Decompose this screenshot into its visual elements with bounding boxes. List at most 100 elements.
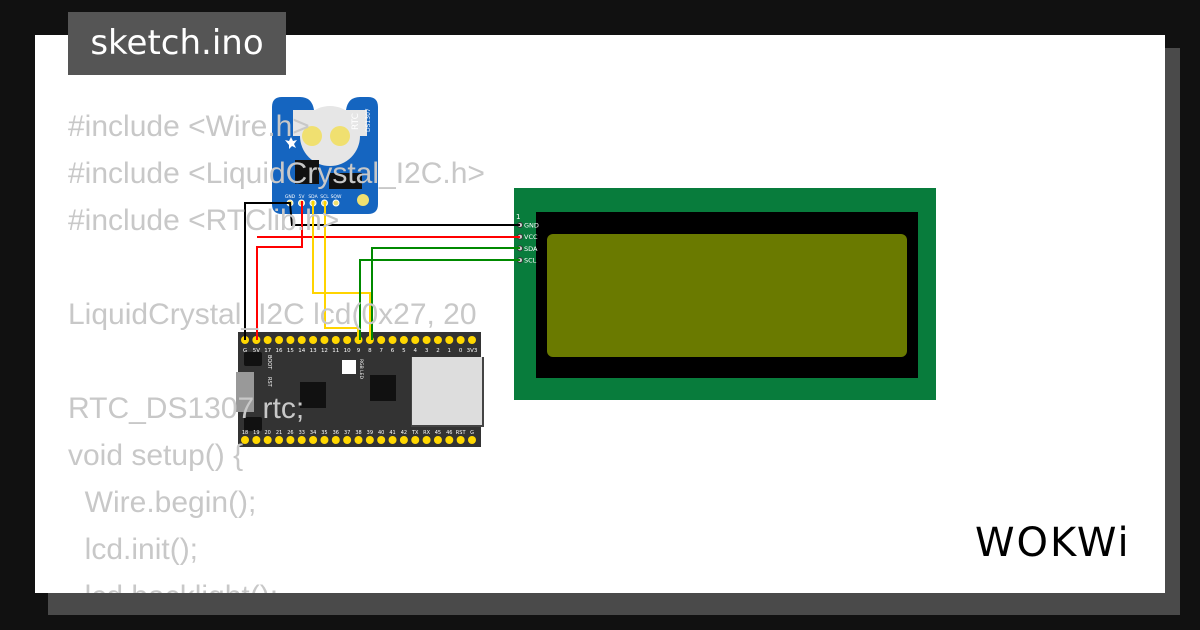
pin-bottom-39[interactable] [365,436,374,444]
pin-label: 4 [414,348,418,354]
pin-label: 40 [378,430,384,436]
pin-label: 3 [425,348,429,354]
star-logo-icon [285,137,297,149]
pin-top-3V3[interactable] [468,336,476,344]
wokwi-logo: WOKWi [975,520,1131,566]
pin-label: G [243,348,247,354]
rtc-pin-label: 5V [299,194,306,200]
pin-label: 7 [379,348,383,354]
pin-top-2[interactable] [433,336,442,344]
wire-sda-lcd [371,247,520,340]
pin-top-6[interactable] [388,336,397,344]
wire-scl-lcd [359,259,520,340]
pin-label: TX [411,430,419,436]
lcd-pin-label: GND [524,222,539,230]
pin-bottom-26[interactable] [286,436,295,444]
pin-label: 14 [298,348,305,354]
pin-bottom-21[interactable] [275,436,284,444]
pin-label: 0 [459,348,463,354]
pin-label: 13 [310,348,317,354]
pin-label: G [470,430,474,436]
pin-top-10[interactable] [343,336,352,344]
pin-bottom-36[interactable] [331,436,340,444]
wire-gnd [244,202,520,340]
pin-bottom-45[interactable] [433,436,442,444]
pin-label: 1 [448,348,452,354]
pin-label: 18 [242,430,248,436]
wire-vcc [256,201,303,340]
sketch-title: sketch.ino [68,12,286,75]
pin-label: 26 [287,430,293,436]
lcd-display[interactable]: 1 GND VCC SDA SCL [514,188,936,400]
pin-top-4[interactable] [411,336,420,344]
pin-label: 9 [357,348,361,354]
pin-label: 5V [253,348,260,354]
pin-top-1[interactable] [445,336,454,344]
pin-bottom-41[interactable] [388,436,397,444]
pin-bottom-46[interactable] [445,436,454,444]
pin-bottom-RX[interactable] [422,436,431,444]
pin-label: 8 [368,348,372,354]
pin-top-5[interactable] [399,336,408,344]
pin-bottom-TX[interactable] [411,436,420,444]
pin-label: RST [456,430,467,436]
pin-label: 20 [265,430,271,436]
pin-bottom-19[interactable] [252,436,261,444]
pin-top-15[interactable] [286,336,295,344]
lcd-pin-label: SDA [524,245,538,253]
pin-label: 39 [367,430,373,436]
rst-label: RST [266,377,272,388]
wire-sda-rtc [312,201,371,340]
pin-top-12[interactable] [320,336,329,344]
pin-label: RX [423,430,430,436]
pin-bottom-40[interactable] [377,436,386,444]
wires [244,201,520,340]
pin-label: 3V3 [467,348,478,354]
wire-scl-rtc [324,201,359,340]
pin-bottom-42[interactable] [399,436,408,444]
rtc-pin-SQW[interactable] [332,199,340,207]
pin-label: 38 [355,430,361,436]
pin-label: 36 [333,430,339,436]
pin-label: 6 [391,348,395,354]
pin-top-16[interactable] [275,336,284,344]
pin-label: 37 [344,430,350,436]
pin-label: 15 [287,348,294,354]
pin-top-0[interactable] [456,336,465,344]
pin-label: 35 [321,430,327,436]
pin-bottom-37[interactable] [343,436,352,444]
pin-label: 21 [276,430,282,436]
rtc-pin-label: SCL [320,194,329,200]
lcd-pin-label: SCL [524,257,537,265]
lcd-pin1-label: 1 [516,213,520,221]
pin-bottom-34[interactable] [309,436,318,444]
pin-label: 17 [264,348,271,354]
pin-bottom-35[interactable] [320,436,329,444]
pin-bottom-G[interactable] [468,436,476,444]
pin-top-14[interactable] [297,336,306,344]
pin-label: 46 [446,430,452,436]
pin-top-3[interactable] [422,336,431,344]
pin-top-7[interactable] [377,336,386,344]
pin-bottom-RST[interactable] [456,436,465,444]
rtc-pin-label: SQW [331,194,342,200]
pin-label: 33 [299,430,305,436]
pin-top-13[interactable] [309,336,318,344]
pin-bottom-38[interactable] [354,436,363,444]
rgb-led-label: RGB LED [358,359,364,379]
lcd-pin-label: VCC [524,233,538,241]
boot-label: BOOT [266,355,272,370]
pin-top-11[interactable] [331,336,340,344]
pin-label: 5 [402,348,406,354]
pin-label: 12 [321,348,328,354]
pin-bottom-33[interactable] [297,436,306,444]
pin-top-17[interactable] [263,336,272,344]
pin-bottom-18[interactable] [241,436,249,444]
pin-bottom-20[interactable] [263,436,272,444]
pin-label: 42 [401,430,407,436]
pin-label: 34 [310,430,316,436]
rtc-label: RTC [351,113,361,130]
